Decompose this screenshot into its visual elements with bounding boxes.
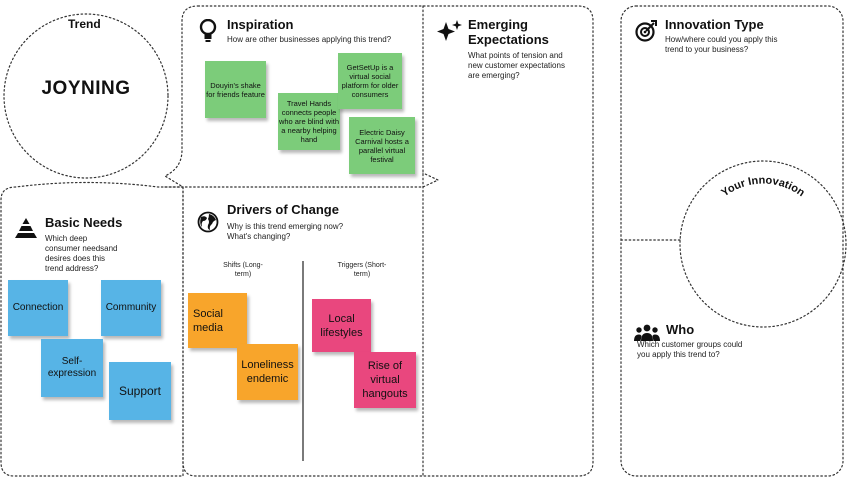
trigger-note: Rise of virtual hangouts [354,352,416,408]
trend-value: JOYNING [41,78,131,99]
basic-needs-note: Support [109,362,171,420]
your-innovation-text: Your Innovation [719,175,807,200]
your-innovation-circle [679,160,847,328]
basic-needs-note: Community [101,280,161,336]
inspiration-title: Inspiration [227,17,294,32]
inspiration-note: Electric Daisy Carnival hosts a parallel… [349,117,415,174]
emerging-title: Emerging Expectations [468,17,549,47]
innovation-type-title: Innovation Type [665,17,764,32]
shift-note: Social media [188,293,247,348]
inspiration-note: Douyin's shake for friends feature [205,61,266,118]
who-subtitle: Which customer groups could you apply th… [637,340,743,359]
inspiration-note: Travel Hands connects people who are bli… [278,93,340,150]
globe-icon [197,211,219,233]
basic-needs-title: Basic Needs [45,215,123,230]
sparkle-icon [437,20,462,41]
lightbulb-icon [199,19,217,42]
basic-needs-subtitle: Which deep consumer needsand desires doe… [45,234,118,273]
drivers-title: Drivers of Change [227,202,339,217]
middle-divider [164,172,440,188]
basic-needs-note: Connection [8,280,68,336]
triggers-label: Triggers (Short-term) [337,262,387,278]
emerging-subtitle: What points of tension and new customer … [468,51,565,80]
pyramid-icon [15,218,37,238]
basic-needs-border [0,181,184,477]
people-icon [634,324,660,341]
basic-needs-note: Self-expression [41,339,103,397]
who-title: Who [666,322,695,337]
trend-circle [3,13,169,179]
inspiration-note: GetSetUp is a virtual social platform fo… [338,53,402,109]
inspiration-subtitle: How are other businesses applying this t… [227,35,392,44]
innovation-type-subtitle: How/where could you apply this trend to … [665,35,778,54]
drivers-subtitle: Why is this trend emerging now? What's c… [227,222,344,241]
right-panel-border [620,5,844,477]
your-innovation-label: Your Innovation [719,175,807,200]
shift-note: Loneliness endemic [237,344,298,400]
svg-text:Your Innovation: Your Innovation [719,175,807,200]
middle-panels-border [163,5,594,477]
trigger-note: Local lifestyles [312,299,371,352]
shifts-label: Shifts (Long-term) [223,262,263,278]
target-icon [635,20,657,42]
trend-label: Trend [68,17,101,31]
